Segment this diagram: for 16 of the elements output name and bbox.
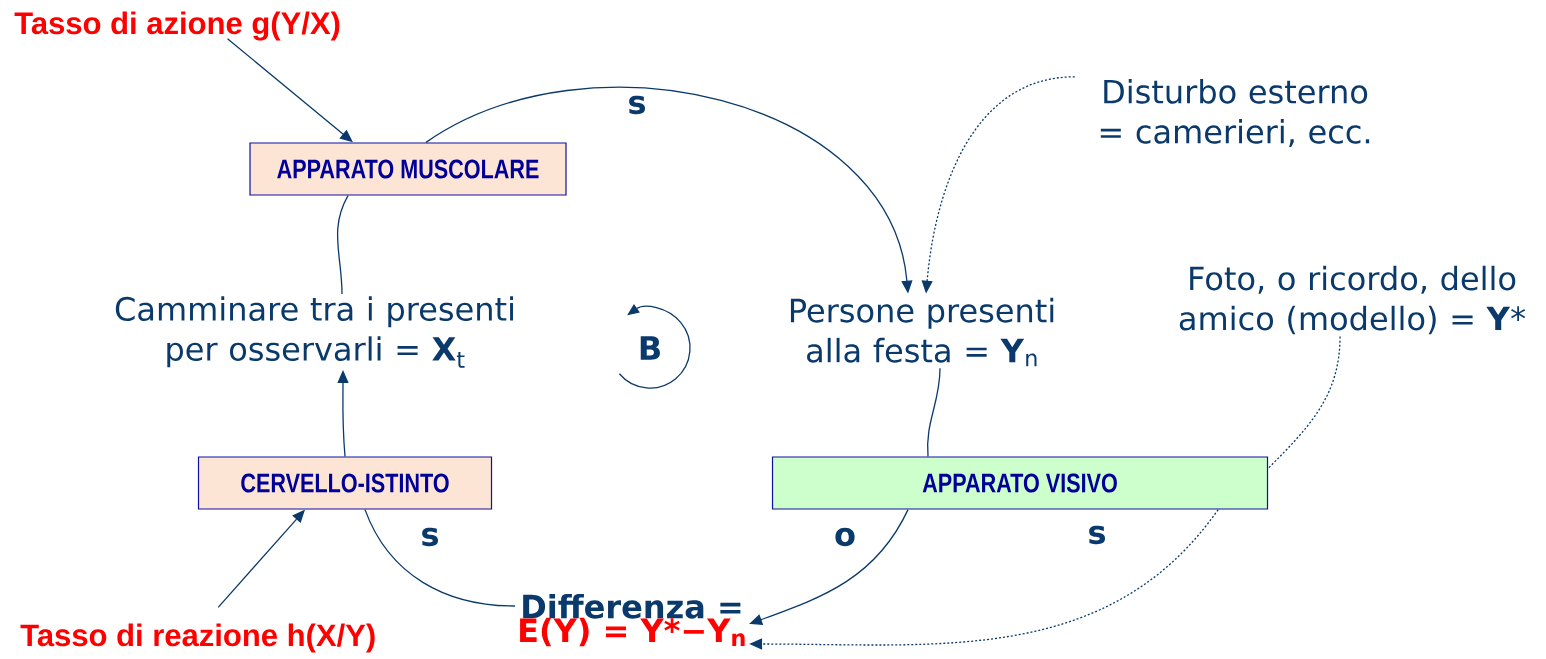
variable-label: Disturbo esterno = camerieri, ecc. [1100,79,1370,147]
rate-label: Tasso di reazione h(X/Y) [20,623,375,653]
edge-label: s [419,526,441,548]
arrow [337,370,349,458]
rate-label: Tasso di azione g(Y/X) [14,11,340,41]
variable-label: Camminare tra i presenti per osservarli = X$_{t}$ [115,296,513,368]
edge-label: o [833,526,857,548]
process-box: CERVELLO-ISTINTO [197,456,493,510]
difference-label: Differenza = E(Y) = Y*−Y$_{n}$ [520,593,745,647]
variable-label: Foto, o ricordo, dello amico (modello) = Y* [1179,265,1526,335]
loop-label: B [640,336,660,360]
edge-label: s [626,94,648,116]
process-box: APPARATO MUSCOLARE [249,142,567,196]
edge-label: s [1086,524,1108,546]
variable-label: Persone presenti alla festa = Y$_{n}$ [790,297,1054,367]
process-box: APPARATO VISIVO [771,456,1269,510]
